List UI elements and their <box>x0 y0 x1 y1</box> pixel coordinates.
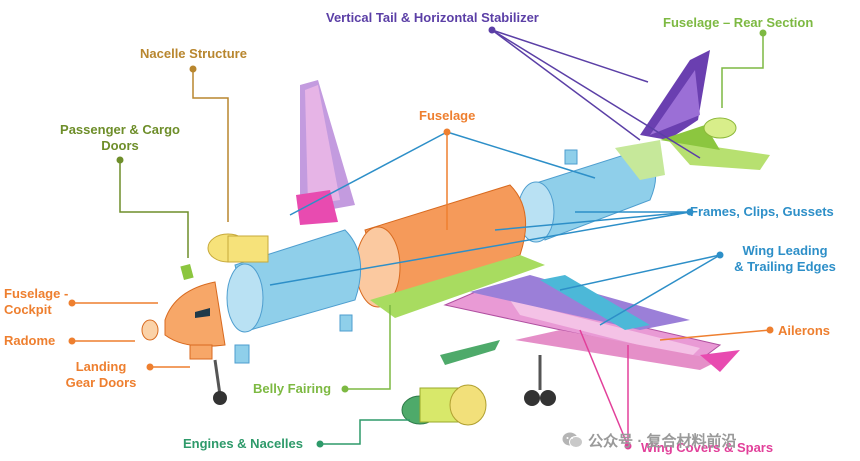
watermark-text: 公众号 · 复合材料前沿 <box>588 433 737 450</box>
label-fuselage-rear: Fuselage – Rear Section <box>663 15 814 30</box>
center-fuselage <box>355 184 545 318</box>
label-vertical-tail: Vertical Tail & Horizontal Stabilizer <box>326 10 539 25</box>
nacelle-structure <box>207 233 269 263</box>
exploded-tail <box>296 80 355 225</box>
wing <box>443 275 740 372</box>
label-fuselage-cockpit-line1: Fuselage - <box>4 286 69 301</box>
label-ailerons: Ailerons <box>778 323 831 338</box>
landing-gear <box>213 355 556 406</box>
wechat-icon <box>562 431 584 453</box>
watermark: 公众号 · 复合材料前沿 <box>562 430 737 453</box>
label-wing-edges-line2: & Trailing Edges <box>734 259 836 274</box>
label-fuselage-cockpit: Fuselage - Cockpit <box>4 286 68 318</box>
label-belly-fairing: Belly Fairing <box>253 381 332 396</box>
label-wing-covers-spars: Wing Covers & Spars <box>641 440 774 455</box>
label-radome: Radome <box>4 333 56 348</box>
leader-lines <box>72 29 771 447</box>
label-passenger-cargo-doors: Passenger & Cargo Doors <box>50 122 190 154</box>
cockpit-section <box>141 281 226 360</box>
engine <box>401 340 500 426</box>
label-fuselage-cockpit-line2: Cockpit <box>4 302 52 317</box>
label-engines-nacelles: Engines & Nacelles <box>183 436 303 451</box>
rear-cone <box>703 117 737 139</box>
vertical-tail <box>640 50 710 140</box>
label-landing-gear-doors: Landing Gear Doors <box>60 359 142 391</box>
radome-shape <box>141 319 159 341</box>
label-fuselage: Fuselage <box>419 108 476 123</box>
label-landing-gear-doors-line2: Gear Doors <box>65 375 137 390</box>
label-wing-edges: Wing Leading & Trailing Edges <box>720 243 850 275</box>
label-frames-clips-gussets: Frames, Clips, Gussets <box>690 204 834 219</box>
label-wing-edges-line1: Wing Leading <box>742 243 828 258</box>
leader-dots <box>68 26 774 450</box>
door-part <box>180 263 194 281</box>
label-landing-gear-doors-line1: Landing <box>75 359 127 374</box>
label-passenger-cargo-doors-line2: Doors <box>101 138 139 153</box>
label-nacelle-structure: Nacelle Structure <box>140 46 247 61</box>
label-passenger-cargo-doors-line1: Passenger & Cargo <box>60 122 180 137</box>
rear-fuselage <box>517 140 665 243</box>
